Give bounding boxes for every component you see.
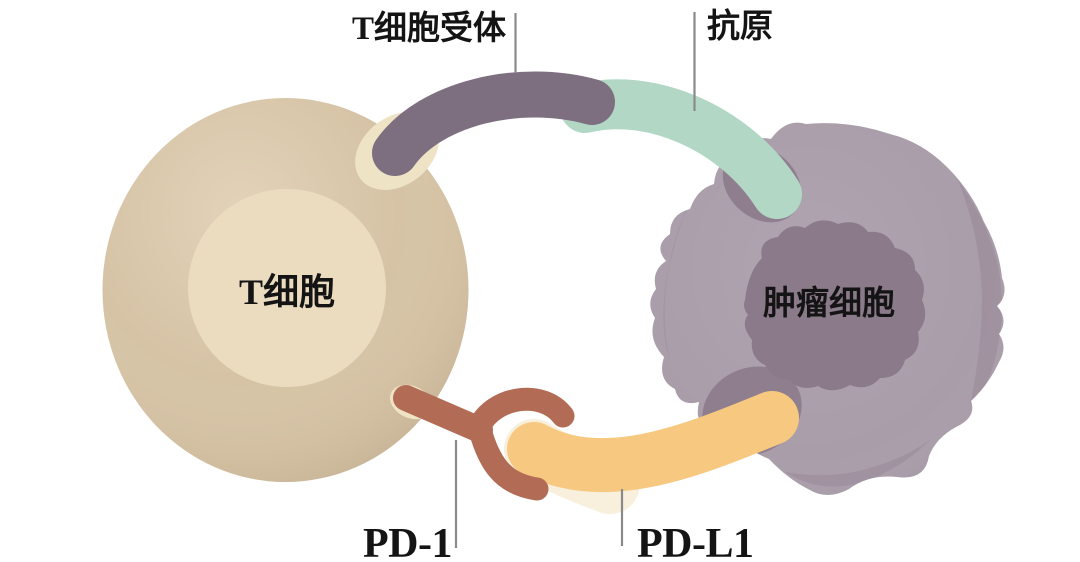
tcr-molecule: [372, 71, 615, 176]
t-cell-label: T细胞: [239, 272, 335, 312]
pd1-upper-arm: [467, 387, 575, 439]
pd1-label: PD-1: [363, 521, 452, 562]
tumor-nucleus: [744, 220, 926, 391]
tcr-label: T细胞受体: [352, 9, 506, 47]
pd1-stem: [393, 385, 493, 443]
tumor-cell-label: 肿瘤细胞: [763, 284, 895, 322]
tumor-edge-shadow-bottom: [785, 440, 930, 487]
t-cell-inner-region: [188, 189, 386, 387]
antigen-molecule: [560, 79, 802, 219]
antigen-label: 抗原: [707, 7, 773, 45]
pdl1-molecule: [507, 391, 799, 493]
pdl1-label: PD-L1: [637, 521, 754, 562]
tumor-cell: 肿瘤细胞: [650, 122, 1005, 496]
tumor-edge-shadow-right: [958, 180, 1002, 405]
pd1-lower-arm: [468, 418, 549, 501]
tumor-edge-shadow-left: [663, 198, 692, 362]
